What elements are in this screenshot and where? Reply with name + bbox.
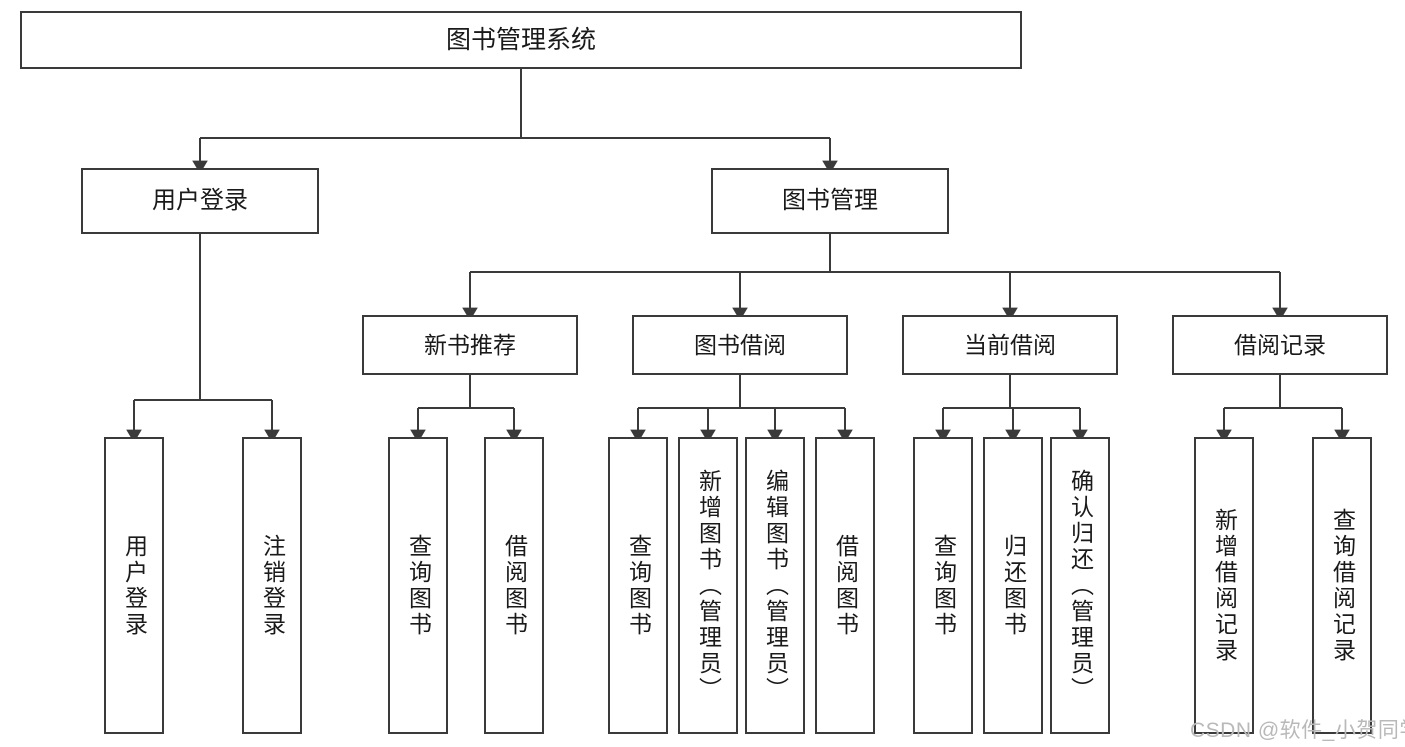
node-label: 注销登录 <box>259 533 286 638</box>
node-label: 新书推荐 <box>424 331 516 358</box>
node-label: 用户登录 <box>152 187 248 215</box>
node-label: 编辑图书（管理员） <box>762 468 789 703</box>
node-leaf-8[interactable]: 借阅图书 <box>815 437 875 734</box>
node-leaf-1[interactable]: 用户登录 <box>104 437 164 734</box>
node-label: 归还图书 <box>1000 533 1027 638</box>
node-leaf-11[interactable]: 确认归还（管理员） <box>1050 437 1110 734</box>
node-leaf-2[interactable]: 注销登录 <box>242 437 302 734</box>
node-leaf-10[interactable]: 归还图书 <box>983 437 1043 734</box>
node-leaf-9[interactable]: 查询图书 <box>913 437 973 734</box>
node-leaf-5[interactable]: 查询图书 <box>608 437 668 734</box>
node-label: 用户登录 <box>121 533 148 638</box>
node-label: 新增图书（管理员） <box>695 468 722 703</box>
node-newbooks[interactable]: 新书推荐 <box>362 315 578 375</box>
node-label: 借阅图书 <box>832 533 859 638</box>
node-leaf-3[interactable]: 查询图书 <box>388 437 448 734</box>
node-label: 新增借阅记录 <box>1211 507 1238 664</box>
node-label: 查询图书 <box>405 533 432 638</box>
node-leaf-4[interactable]: 借阅图书 <box>484 437 544 734</box>
node-leaf-7[interactable]: 编辑图书（管理员） <box>745 437 805 734</box>
node-leaf-12[interactable]: 新增借阅记录 <box>1194 437 1254 734</box>
node-borrow[interactable]: 图书借阅 <box>632 315 848 375</box>
node-bookmgmt[interactable]: 图书管理 <box>711 168 949 234</box>
node-current[interactable]: 当前借阅 <box>902 315 1118 375</box>
node-root[interactable]: 图书管理系统 <box>20 11 1022 69</box>
node-leaf-6[interactable]: 新增图书（管理员） <box>678 437 738 734</box>
edge-group <box>126 69 1350 443</box>
node-label: 查询借阅记录 <box>1329 507 1356 664</box>
watermark-label: CSDN @软件_小贺同学 <box>1190 719 1405 742</box>
node-label: 查询图书 <box>930 533 957 638</box>
node-label: 借阅图书 <box>501 533 528 638</box>
node-label: 当前借阅 <box>964 331 1056 358</box>
node-label: 查询图书 <box>625 533 652 638</box>
node-label: 图书借阅 <box>694 331 786 358</box>
node-label: 图书管理 <box>782 187 878 215</box>
node-label: 图书管理系统 <box>445 25 596 54</box>
node-label: 借阅记录 <box>1234 331 1326 358</box>
node-records[interactable]: 借阅记录 <box>1172 315 1388 375</box>
node-label: 确认归还（管理员） <box>1067 468 1094 703</box>
node-leaf-13[interactable]: 查询借阅记录 <box>1312 437 1372 734</box>
node-login[interactable]: 用户登录 <box>81 168 319 234</box>
